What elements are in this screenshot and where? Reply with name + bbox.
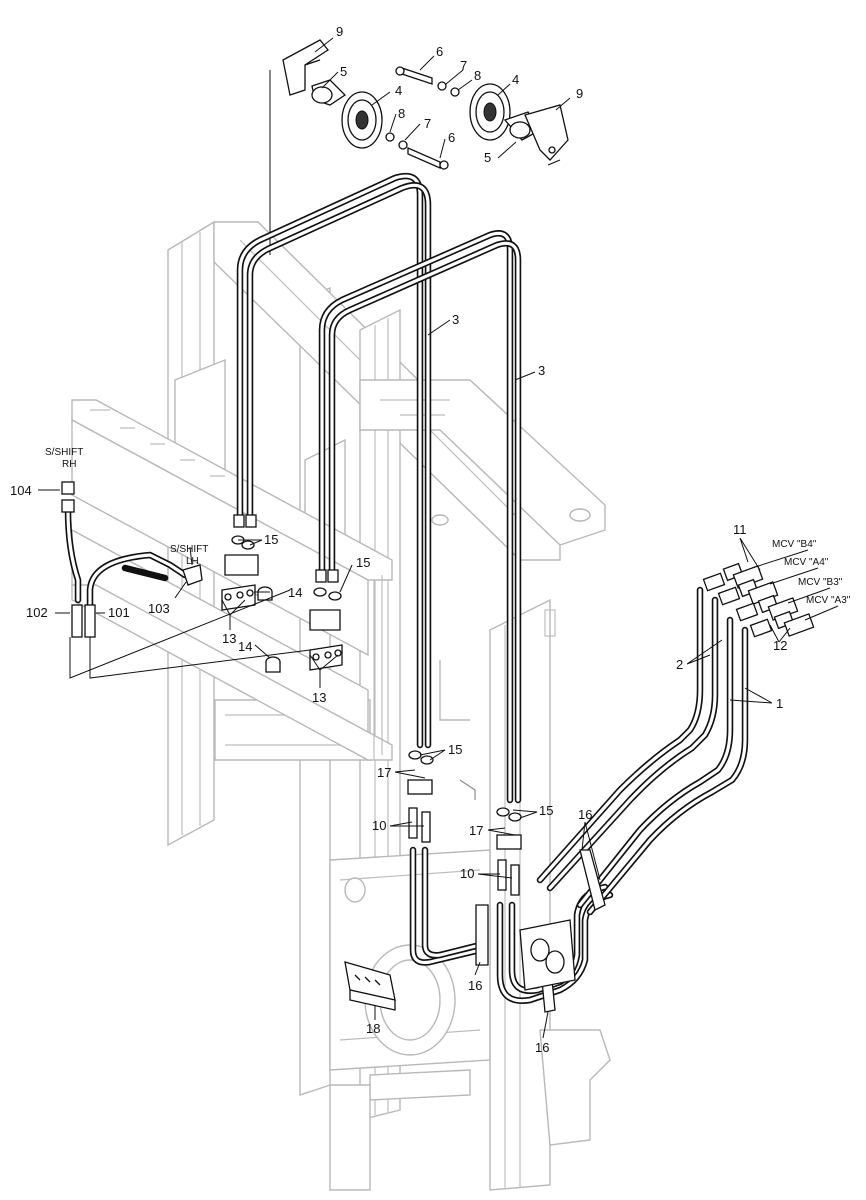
callout-101: 101 <box>108 605 130 620</box>
callout-2: 2 <box>676 657 683 672</box>
hose-right-bundle <box>536 586 749 916</box>
callout-15-b: 15 <box>356 555 370 570</box>
callout-11: 11 <box>733 522 747 537</box>
callout-17-b: 17 <box>469 823 483 838</box>
note-mcv-b3: MCV "B3" <box>798 577 843 588</box>
callout-15-d: 15 <box>539 803 553 818</box>
note-sshift-lh-line2: LH <box>186 556 199 567</box>
note-mcv-b4: MCV "B4" <box>772 539 817 550</box>
note-sshift-rh-line2: RH <box>62 459 76 470</box>
callout-3-upper: 3 <box>452 312 459 327</box>
callout-15-a: 15 <box>264 532 278 547</box>
callout-1: 1 <box>776 696 783 711</box>
callout-14-b: 14 <box>238 639 252 654</box>
callout-4-right: 4 <box>512 72 519 87</box>
callout-8-right: 8 <box>474 68 481 83</box>
callout-6-right: 6 <box>436 44 443 59</box>
callout-10-a: 10 <box>372 818 386 833</box>
hose-sideshift <box>64 506 189 609</box>
callout-9-right: 9 <box>576 86 583 101</box>
callout-9-left: 9 <box>336 24 343 39</box>
callouts: 9 5 4 8 7 6 6 7 8 4 9 5 3 3 15 15 14 13 … <box>10 24 787 1055</box>
callout-103: 103 <box>148 601 170 616</box>
callout-17-a: 17 <box>377 765 391 780</box>
callout-16-a: 16 <box>578 807 592 822</box>
hose-loop-inner <box>318 230 522 804</box>
callout-7-right: 7 <box>460 58 467 73</box>
callout-8-left: 8 <box>398 106 405 121</box>
hose-lower-left <box>409 846 484 966</box>
callout-16-b: 16 <box>468 978 482 993</box>
callout-10-b: 10 <box>460 866 474 881</box>
callout-18: 18 <box>366 1021 380 1036</box>
callout-5-right: 5 <box>484 150 491 165</box>
notes: S/SHIFT RH S/SHIFT LH MCV "B4" MCV "A4" … <box>45 447 851 606</box>
note-sshift-rh-line1: S/SHIFT <box>45 447 83 458</box>
callout-15-c: 15 <box>448 742 462 757</box>
hose-loop-outer <box>236 172 432 749</box>
callout-12: 12 <box>773 638 787 653</box>
callout-104: 104 <box>10 483 32 498</box>
callout-6-left: 6 <box>448 130 455 145</box>
callout-14-a: 14 <box>288 585 302 600</box>
callout-4-left: 4 <box>395 83 402 98</box>
callout-16-c: 16 <box>535 1040 549 1055</box>
mast-frame <box>71 220 611 1191</box>
callout-13-b: 13 <box>312 690 326 705</box>
note-mcv-a3: MCV "A3" <box>806 595 851 606</box>
callout-5-left: 5 <box>340 64 347 79</box>
sheave-assembly-right <box>395 66 569 161</box>
callout-3-lower: 3 <box>538 363 545 378</box>
callout-13-a: 13 <box>222 631 236 646</box>
fittings <box>61 481 815 1013</box>
sheave-assembly-left <box>282 39 449 170</box>
note-sshift-lh-line1: S/SHIFT <box>170 544 208 555</box>
leader-lines <box>38 37 839 1039</box>
note-mcv-a4: MCV "A4" <box>784 557 829 568</box>
callout-102: 102 <box>26 605 48 620</box>
callout-7-left: 7 <box>424 116 431 131</box>
